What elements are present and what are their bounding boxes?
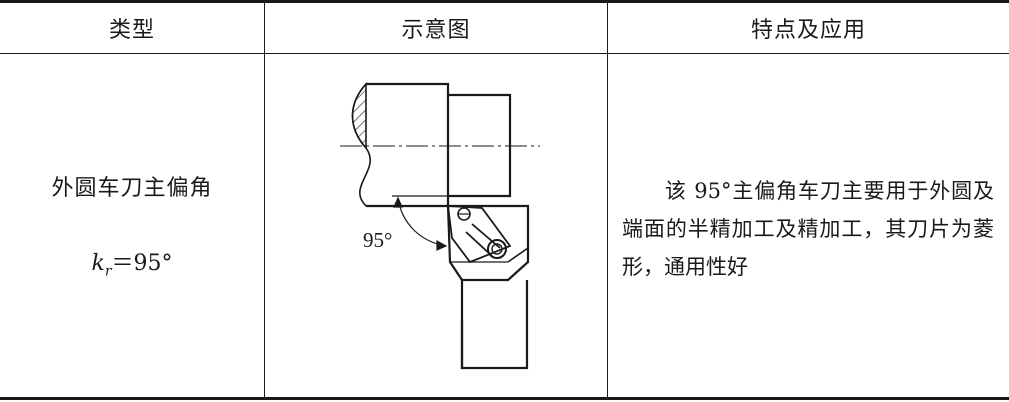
tool-shank [460, 280, 529, 370]
description-text: 该 95°主偏角车刀主要用于外圆及端面的半精加工及精加工，其刀片为菱形，通用性好 [622, 179, 994, 279]
table-header-rule [0, 53, 1009, 54]
center-screw-icon [487, 239, 507, 259]
diagram-angle-label: 95° [363, 228, 392, 252]
table-bottom-rule [0, 397, 1009, 400]
header-diagram: 示意图 [401, 18, 471, 43]
tool-description: 该 95°主偏角车刀主要用于外圆及端面的半精加工及精加工，其刀片为菱形，通用性好 [622, 172, 994, 286]
header-type: 类型 [108, 18, 155, 43]
table-top-rule [0, 0, 1009, 3]
workpiece-break-line [351, 83, 372, 207]
header-features: 特点及应用 [750, 18, 866, 43]
formula-subscript: r [104, 263, 112, 280]
column-divider [607, 3, 608, 397]
tool-type-name: 外圆车刀主偏角 [51, 176, 213, 201]
workpiece-body [366, 82, 450, 208]
angle-formula: kr＝95° [0, 245, 264, 279]
column-divider [264, 3, 265, 397]
formula-symbol: k [91, 251, 105, 276]
chip-groove [507, 247, 529, 263]
turning-tool-diagram: 95° [340, 81, 540, 370]
formula-value: ＝95° [111, 251, 173, 276]
